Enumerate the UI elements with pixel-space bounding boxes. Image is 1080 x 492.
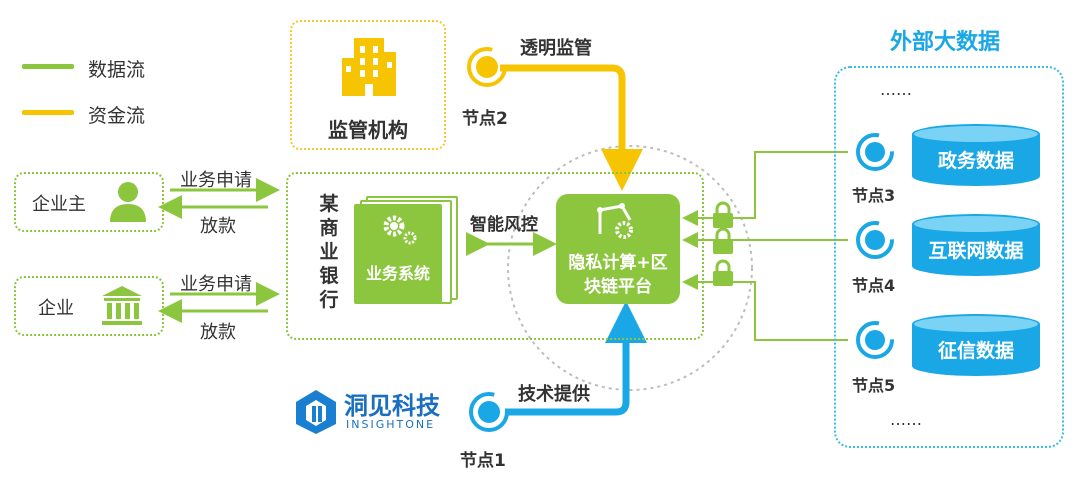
node1-label: 节点1 xyxy=(460,451,506,471)
gov-data-db: 政务数据 xyxy=(912,124,1040,186)
credit-data-db: 征信数据 xyxy=(912,314,1040,376)
node-icon xyxy=(856,133,894,171)
request-label-1: 业务申请 xyxy=(180,170,252,191)
provider-name: 洞见科技 xyxy=(344,392,440,420)
regulator-label: 监管机构 xyxy=(328,118,408,142)
bank-region xyxy=(286,172,704,340)
platform-line1: 隐私计算+区 xyxy=(568,253,668,273)
platform-line2: 块链平台 xyxy=(584,277,652,297)
node-icon xyxy=(856,221,894,259)
node2-label: 节点2 xyxy=(462,109,508,129)
node5-label: 节点5 xyxy=(852,376,896,395)
loan-label-2: 放款 xyxy=(200,322,236,343)
request-label-2: 业务申请 xyxy=(180,274,252,295)
lock-icon xyxy=(713,259,733,286)
ellipsis-top: …… xyxy=(880,80,912,99)
provider-sub: INSIGHTONE xyxy=(346,418,436,431)
platform-box: 隐私计算+区 块链平台 xyxy=(556,194,680,304)
regulation-edge-label: 透明监管 xyxy=(520,38,592,59)
building-icon xyxy=(342,38,396,96)
network-circle xyxy=(507,145,753,391)
regulator-box: 监管机构 xyxy=(290,20,446,150)
bank-name: 某 商 业 银 行 xyxy=(319,193,339,311)
data-line-credit xyxy=(682,274,848,341)
fund-flow-legend-label: 资金流 xyxy=(88,105,146,127)
external-data-title: 外部大数据 xyxy=(890,30,1001,55)
insightone-logo-icon xyxy=(296,390,336,434)
business-system-card: 业务系统 xyxy=(354,204,442,304)
tech-edge-label: 技术提供 xyxy=(518,384,590,405)
gov-data-label: 政务数据 xyxy=(937,150,1014,172)
node4-label: 节点4 xyxy=(852,276,896,295)
lock-icon xyxy=(713,201,733,228)
company-box: 企业 xyxy=(14,276,164,336)
internet-data-label: 互联网数据 xyxy=(928,240,1024,262)
bank-building-icon xyxy=(102,286,142,325)
node-icon xyxy=(469,392,509,432)
owner-box: 企业主 xyxy=(14,172,164,232)
gear-icon xyxy=(383,215,417,245)
internet-data-db: 互联网数据 xyxy=(912,214,1040,276)
company-label: 企业 xyxy=(38,298,74,319)
data-flow-legend-line xyxy=(22,64,74,69)
business-system-label: 业务系统 xyxy=(365,264,430,283)
data-flow-legend-label: 数据流 xyxy=(88,59,146,81)
regulation-flow-line xyxy=(500,64,643,191)
external-data-box xyxy=(834,66,1064,448)
network-gear-icon xyxy=(597,203,633,239)
tech-flow-line xyxy=(505,301,647,416)
node-icon xyxy=(467,47,507,87)
node-icon xyxy=(856,321,894,359)
loan-label-1: 放款 xyxy=(200,216,236,237)
node3-label: 节点3 xyxy=(852,186,896,205)
lock-icon xyxy=(713,227,733,254)
credit-data-label: 征信数据 xyxy=(937,340,1014,362)
data-line-gov xyxy=(682,151,848,226)
person-icon xyxy=(110,182,146,222)
fund-flow-legend-line xyxy=(22,110,74,115)
risk-control-label: 智能风控 xyxy=(470,215,538,235)
ellipsis-bottom: …… xyxy=(890,410,922,429)
owner-label: 企业主 xyxy=(32,194,86,215)
